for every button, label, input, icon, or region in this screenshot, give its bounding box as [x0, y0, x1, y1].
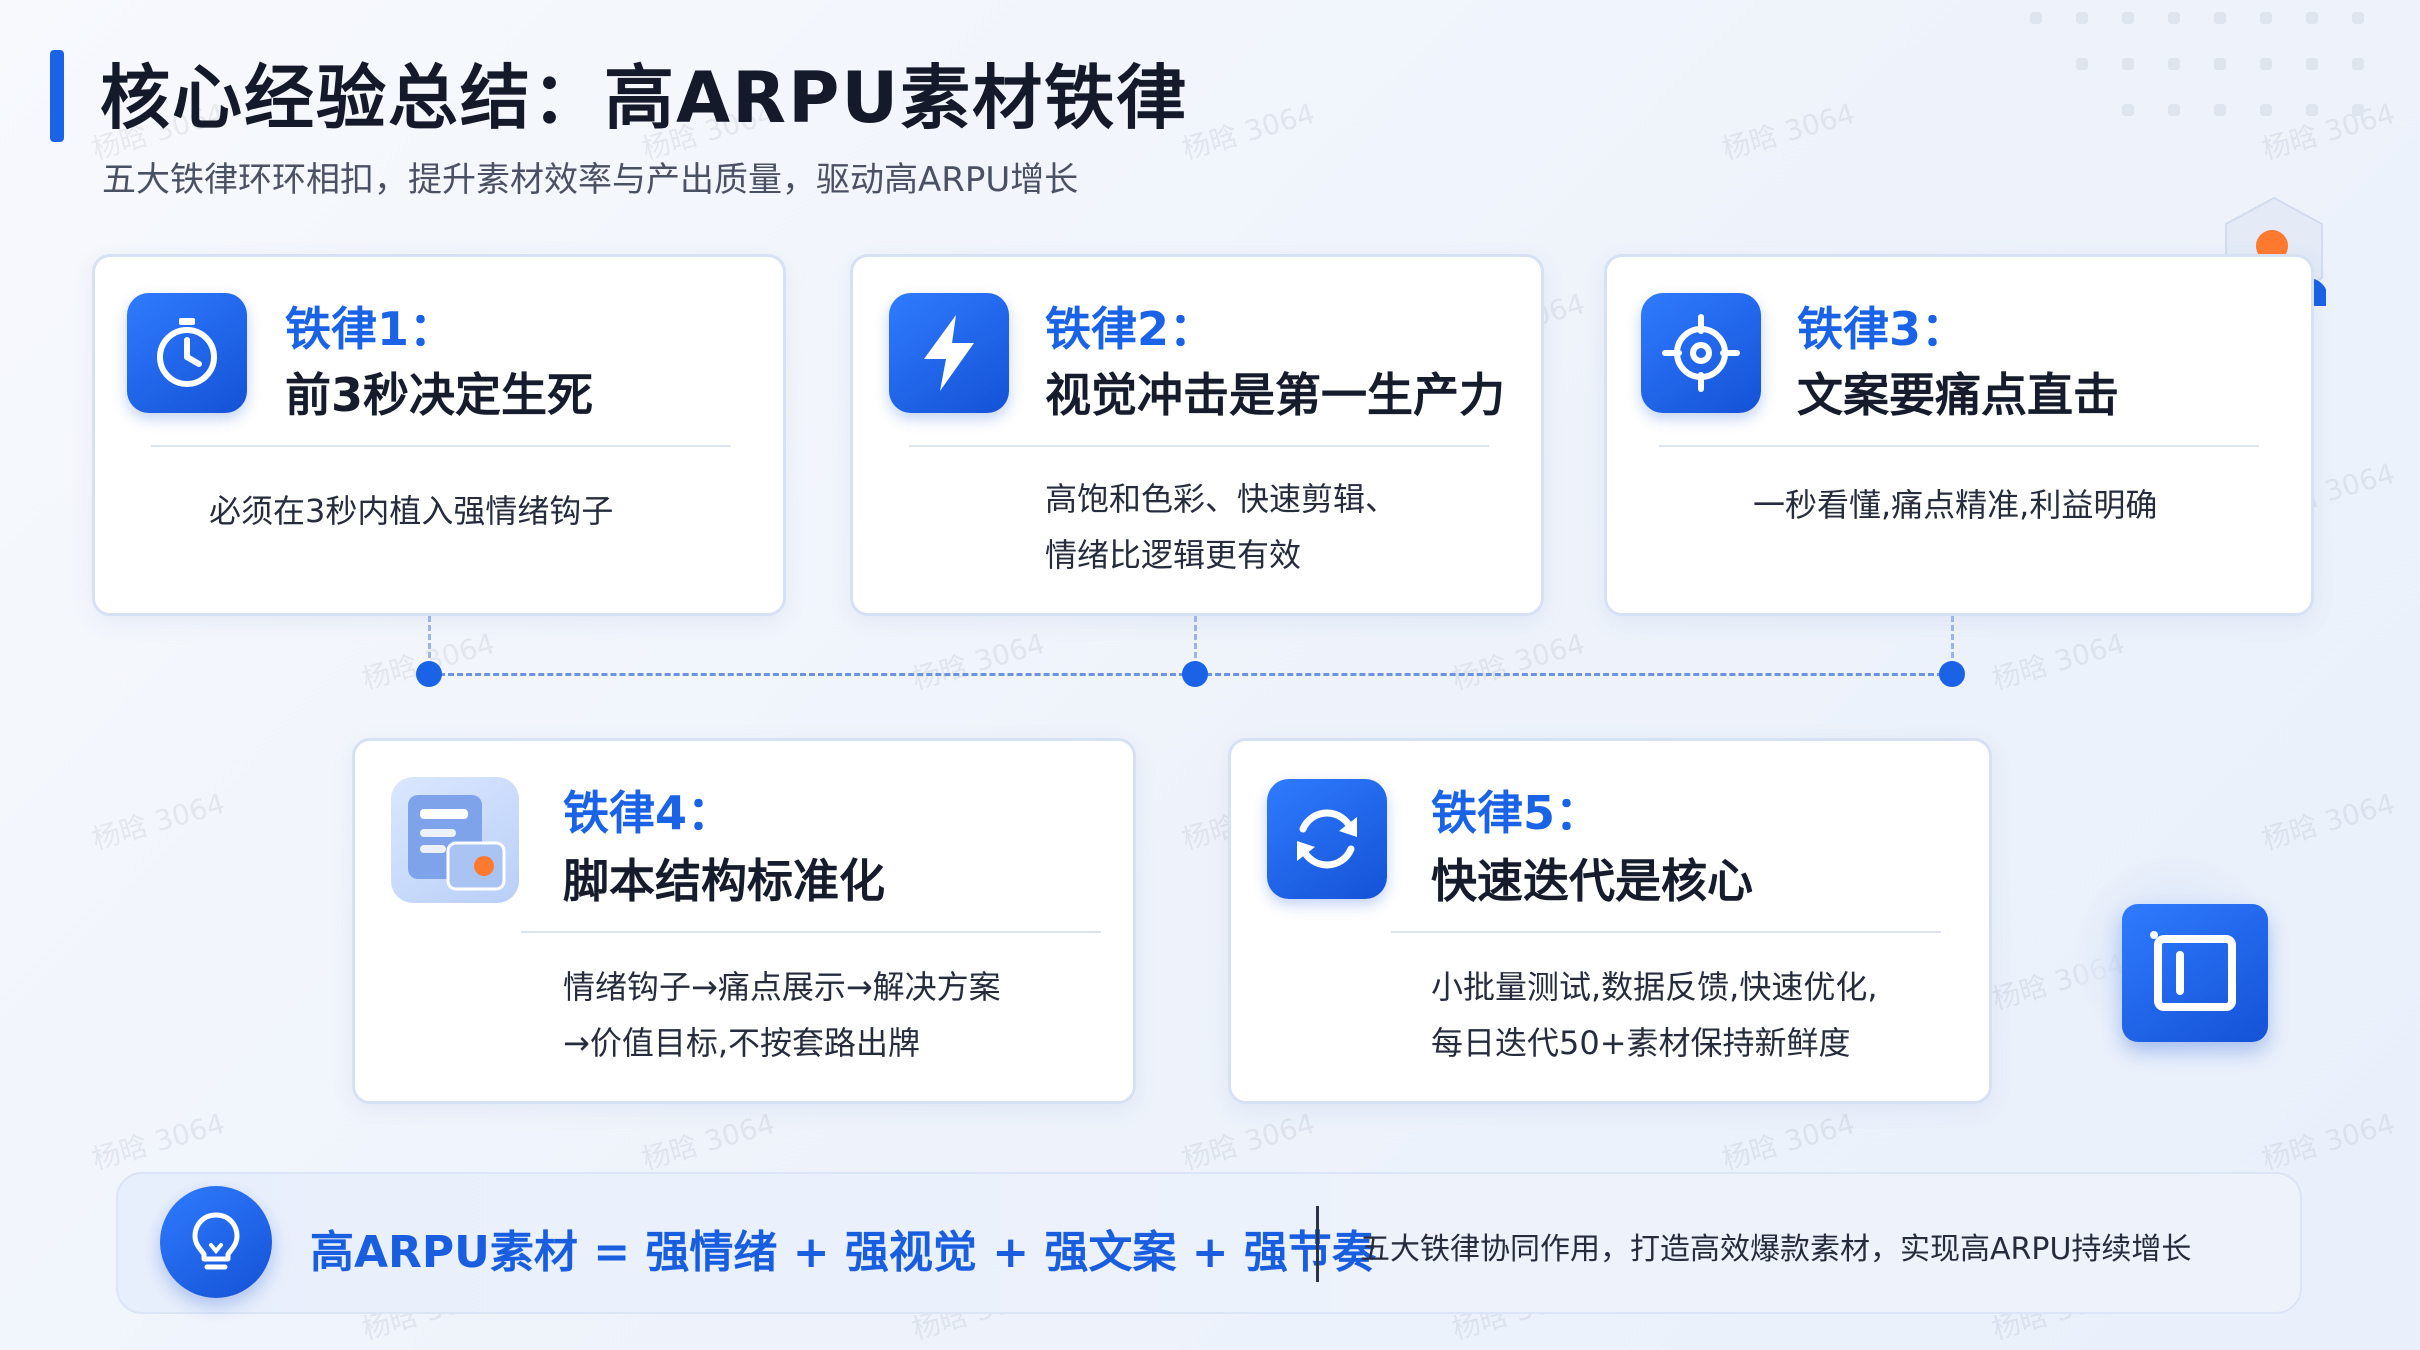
title-accent-bar [50, 50, 64, 142]
lightning-icon [889, 293, 1009, 413]
decorative-dot [2076, 58, 2088, 70]
watermark-text: 杨晗 3064 [1718, 96, 1859, 167]
watermark-text: 杨晗 3064 [1178, 96, 1319, 167]
rule-description-line: 情绪比逻辑更有效 [1045, 536, 1302, 574]
watermark-text: 杨晗 3064 [1718, 1106, 1859, 1177]
timeline-node [1182, 661, 1208, 687]
card-divider [151, 445, 731, 447]
watermark-text: 杨晗 3064 [1448, 626, 1589, 697]
decorative-dot [2306, 58, 2318, 70]
decorative-dot [2352, 12, 2364, 24]
decorative-dot [2352, 58, 2364, 70]
rule-headline: 文案要痛点直击 [1797, 368, 2119, 422]
rule-headline: 前3秒决定生死 [285, 368, 594, 422]
connector-line [1951, 616, 1954, 676]
card-divider [1659, 445, 2259, 447]
card-divider [909, 445, 1489, 447]
watermark-text: 杨晗 3064 [1178, 1106, 1319, 1177]
watermark-text: 杨晗 3064 [638, 1106, 779, 1177]
target-icon [1641, 293, 1761, 413]
decorative-app-icon [2122, 904, 2268, 1042]
timeline-node [1939, 661, 1965, 687]
page-title: 核心经验总结：高ARPU素材铁律 [100, 57, 1189, 139]
rule-label: 铁律3： [1797, 302, 1968, 356]
page-subtitle: 五大铁律环环相扣，提升素材效率与产出质量，驱动高ARPU增长 [102, 160, 1079, 200]
decorative-dot [2168, 12, 2180, 24]
stopwatch-icon [127, 293, 247, 413]
decorative-dot [2306, 104, 2318, 116]
watermark-text: 杨晗 3064 [908, 626, 1049, 697]
rule-label: 铁律5： [1431, 786, 1602, 840]
card-divider [1391, 931, 1941, 933]
summary-bar [116, 1172, 2302, 1314]
summary-text: 五大铁律协同作用，打造高效爆款素材，实现高ARPU持续增长 [1360, 1232, 2192, 1267]
decorative-dot [2306, 12, 2318, 24]
lightbulb-icon [160, 1186, 272, 1298]
decorative-dot [2260, 12, 2272, 24]
decorative-dot [2214, 104, 2226, 116]
decorative-dot [2168, 58, 2180, 70]
timeline-node [416, 661, 442, 687]
decorative-dot-grid [2030, 12, 2390, 132]
rule-description-line: 每日迭代50+素材保持新鲜度 [1431, 1024, 1851, 1062]
watermark-text: 杨晗 3064 [88, 1106, 229, 1177]
rule-card-1: 铁律1： 前3秒决定生死 必须在3秒内植入强情绪钩子 [92, 254, 786, 616]
watermark-text: 杨晗 3064 [2258, 786, 2399, 857]
decorative-dot [2076, 12, 2088, 24]
card-divider [521, 931, 1101, 933]
decorative-dot [2260, 104, 2272, 116]
rule-description-line: 高饱和色彩、快速剪辑、 [1045, 480, 1398, 518]
rule-description-line: 一秒看懂,痛点精准,利益明确 [1753, 486, 2158, 524]
rule-headline: 视觉冲击是第一生产力 [1045, 368, 1505, 422]
rule-description-line: →价值目标,不按套路出牌 [563, 1024, 920, 1062]
decorative-dot [2168, 104, 2180, 116]
connector-line [428, 616, 431, 676]
watermark-text: 杨晗 3064 [1988, 626, 2129, 697]
rule-headline: 脚本结构标准化 [563, 854, 885, 908]
rule-card-3: 铁律3： 文案要痛点直击 一秒看懂,痛点精准,利益明确 [1604, 254, 2314, 616]
decorative-dot [2260, 58, 2272, 70]
formula-text: 高ARPU素材 = 强情绪 + 强视觉 + 强文案 + 强节奏 [310, 1227, 1376, 1278]
rule-description-line: 小批量测试,数据反馈,快速优化, [1431, 968, 1878, 1006]
rule-headline: 快速迭代是核心 [1431, 854, 1753, 908]
decorative-dot [2352, 104, 2364, 116]
script-template-icon [391, 777, 519, 903]
decorative-dot [2122, 12, 2134, 24]
rule-card-2: 铁律2： 视觉冲击是第一生产力 高饱和色彩、快速剪辑、 情绪比逻辑更有效 [850, 254, 1544, 616]
watermark-text: 杨晗 3064 [88, 786, 229, 857]
decorative-dot [2122, 104, 2134, 116]
watermark-text: 杨晗 3064 [2258, 1106, 2399, 1177]
decorative-dot [2214, 12, 2226, 24]
rule-card-5: 铁律5： 快速迭代是核心 小批量测试,数据反馈,快速优化, 每日迭代50+素材保… [1228, 738, 1992, 1104]
rule-label: 铁律4： [563, 786, 734, 840]
rule-card-4: 铁律4： 脚本结构标准化 情绪钩子→痛点展示→解决方案 →价值目标,不按套路出牌 [352, 738, 1136, 1104]
rule-description-line: 必须在3秒内植入强情绪钩子 [209, 492, 614, 530]
rule-description-line: 情绪钩子→痛点展示→解决方案 [563, 968, 1001, 1006]
rule-label: 铁律2： [1045, 302, 1216, 356]
decorative-dot [2030, 12, 2042, 24]
connector-line [1194, 616, 1197, 676]
refresh-cycle-icon [1267, 779, 1387, 899]
vertical-divider [1316, 1206, 1319, 1282]
decorative-dot [2214, 58, 2226, 70]
decorative-dot [2122, 58, 2134, 70]
rule-label: 铁律1： [285, 302, 456, 356]
